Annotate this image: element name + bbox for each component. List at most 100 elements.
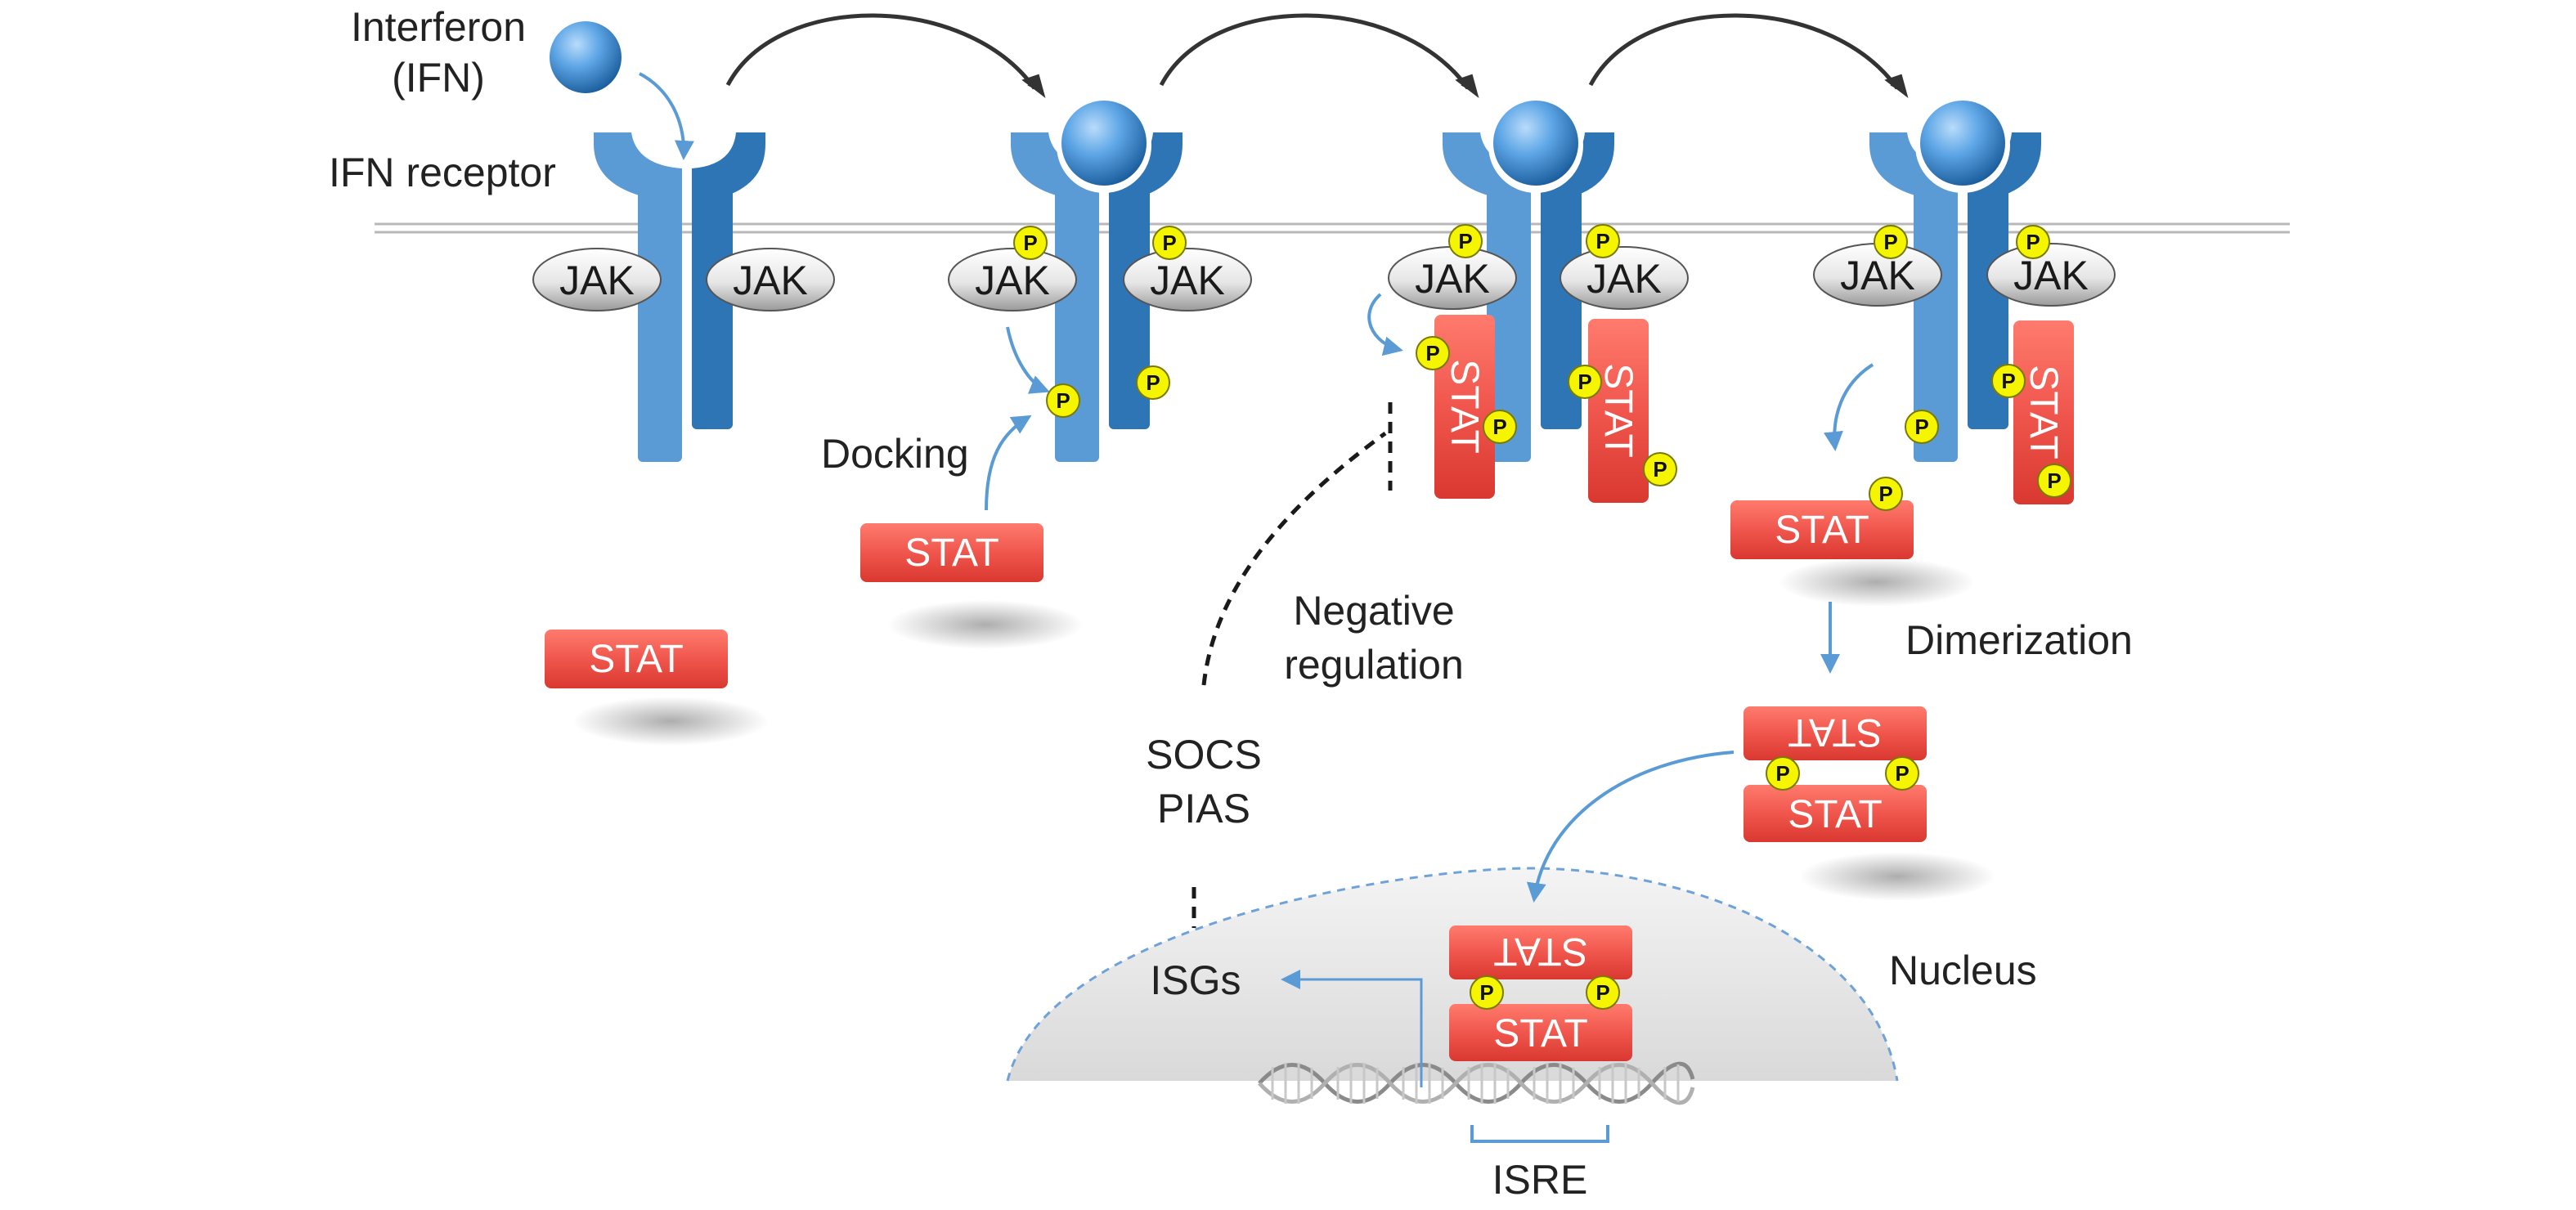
phosphorylation-arrow-stage2 (1006, 326, 1050, 394)
svg-text:P: P (1878, 482, 1892, 506)
svg-text:JAK: JAK (1586, 256, 1662, 302)
svg-text:STAT: STAT (1493, 930, 1588, 973)
svg-text:P: P (1162, 231, 1176, 255)
svg-text:P: P (1056, 388, 1070, 413)
stage-arrow-heads (1021, 74, 1909, 98)
ligand-stage-4 (1915, 98, 2010, 193)
ligand-stage-2 (1057, 98, 1151, 193)
phospho-8: P (1483, 410, 1517, 444)
label-negative: Negative (1293, 588, 1454, 634)
phospho-15: P (2037, 464, 2071, 498)
svg-text:P: P (1023, 231, 1037, 255)
phospho-18: P (1885, 756, 1919, 791)
svg-text:P: P (1577, 370, 1591, 394)
negative-regulation-line (1192, 431, 1387, 928)
phospho-16: P (1869, 477, 1903, 511)
stat-docking: STAT (860, 523, 1043, 582)
svg-text:P: P (1595, 980, 1609, 1005)
svg-text:JAK: JAK (975, 258, 1050, 303)
stat-vertical-stage4: STAT (2013, 320, 2074, 504)
label-regulation: regulation (1284, 642, 1464, 688)
svg-text:P: P (1146, 370, 1160, 395)
svg-text:STAT: STAT (1493, 1012, 1588, 1055)
stat-free: STAT (545, 630, 728, 688)
stage-arrow-3 (1588, 13, 1900, 90)
svg-text:STAT: STAT (1788, 793, 1883, 836)
nuclear-import-arrow (1526, 751, 1735, 903)
label-pias: PIAS (1157, 786, 1250, 831)
receptor-stage-4 (1869, 132, 2041, 462)
svg-text:STAT: STAT (589, 638, 684, 681)
svg-text:STAT: STAT (2022, 365, 2065, 459)
stage-arrow-1 (725, 13, 1037, 90)
label-dimerization: Dimerization (1905, 617, 2133, 663)
receptor-stage-1 (594, 132, 765, 462)
stat-dimer-nucleus: STAT STAT (1449, 925, 1632, 1061)
stat-shadows (572, 558, 1995, 901)
svg-text:P: P (2026, 230, 2040, 254)
label-ifn-receptor: IFN receptor (329, 150, 556, 195)
svg-text:JAK: JAK (733, 258, 808, 303)
jak-stage4-right: JAK (1986, 243, 2116, 307)
label-nucleus: Nucleus (1889, 948, 2037, 993)
svg-text:STAT: STAT (1443, 359, 1486, 454)
phospho-11: P (1874, 225, 1908, 259)
phospho-17: P (1766, 756, 1800, 791)
svg-text:P: P (1883, 230, 1897, 254)
svg-text:P: P (2001, 369, 2015, 393)
svg-text:P: P (1914, 415, 1928, 439)
phospho-13: P (1905, 410, 1939, 444)
phosphorylation-arrow-stage3 (1367, 293, 1403, 356)
jak-stage3-left: JAK (1388, 246, 1517, 310)
isre-bracket (1470, 1125, 1609, 1143)
svg-text:JAK: JAK (1415, 256, 1490, 302)
svg-text:STAT: STAT (1775, 509, 1869, 552)
jak-stage2-left: JAK (948, 248, 1077, 311)
phospho-2: P (1152, 226, 1187, 260)
svg-text:P: P (1895, 761, 1909, 786)
svg-text:P: P (2047, 468, 2061, 493)
ligand-binding-arrow (639, 72, 694, 160)
stat-vertical-stage3-right: STAT (1588, 319, 1649, 503)
svg-text:JAK: JAK (1840, 253, 1915, 298)
svg-text:P: P (1653, 457, 1667, 482)
svg-text:STAT: STAT (1596, 363, 1640, 458)
phospho-12: P (2016, 225, 2050, 259)
svg-text:JAK: JAK (1150, 258, 1225, 303)
label-socs: SOCS (1146, 732, 1262, 778)
label-docking: Docking (821, 431, 969, 477)
phospho-10: P (1643, 452, 1677, 486)
stage-arrow-2 (1159, 13, 1470, 90)
svg-text:STAT: STAT (1788, 710, 1883, 754)
phospho-1: P (1013, 226, 1048, 260)
svg-text:P: P (1479, 980, 1493, 1005)
ligand-stage-1 (550, 21, 622, 93)
label-interferon: Interferon (351, 4, 526, 50)
jak-stage3-right: JAK (1560, 246, 1689, 310)
svg-text:P: P (1492, 415, 1506, 439)
phospho-19: P (1470, 975, 1504, 1010)
label-isre: ISRE (1492, 1157, 1588, 1203)
phospho-5: P (1448, 224, 1483, 258)
stat-vertical-stage3-left: STAT (1434, 315, 1495, 499)
phospho-groups: P P P P P P P P P P P P P P P P P P P P (1013, 224, 2071, 1010)
stat-released: STAT (1730, 500, 1914, 559)
phospho-4: P (1136, 365, 1170, 400)
svg-text:P: P (1458, 229, 1472, 253)
ligand-stage-3 (1488, 98, 1583, 193)
jak-stage1-right: JAK (706, 248, 835, 311)
jak-stage4-left: JAK (1813, 243, 1942, 307)
docking-arrow (985, 415, 1032, 511)
label-isgs: ISGs (1150, 957, 1241, 1003)
phospho-9: P (1568, 365, 1602, 399)
label-interferon-abbr: (IFN) (392, 55, 485, 101)
phospho-6: P (1586, 224, 1620, 258)
dna-helix (1258, 1061, 1695, 1105)
jak-stage2-right: JAK (1123, 248, 1252, 311)
jak-stage1-left: JAK (532, 248, 662, 311)
receptor-stage-3 (1443, 132, 1614, 462)
transcription-arrow (1281, 970, 1423, 1087)
phospho-3: P (1046, 383, 1080, 418)
svg-text:JAK: JAK (2013, 253, 2089, 298)
phospho-7: P (1416, 336, 1450, 370)
